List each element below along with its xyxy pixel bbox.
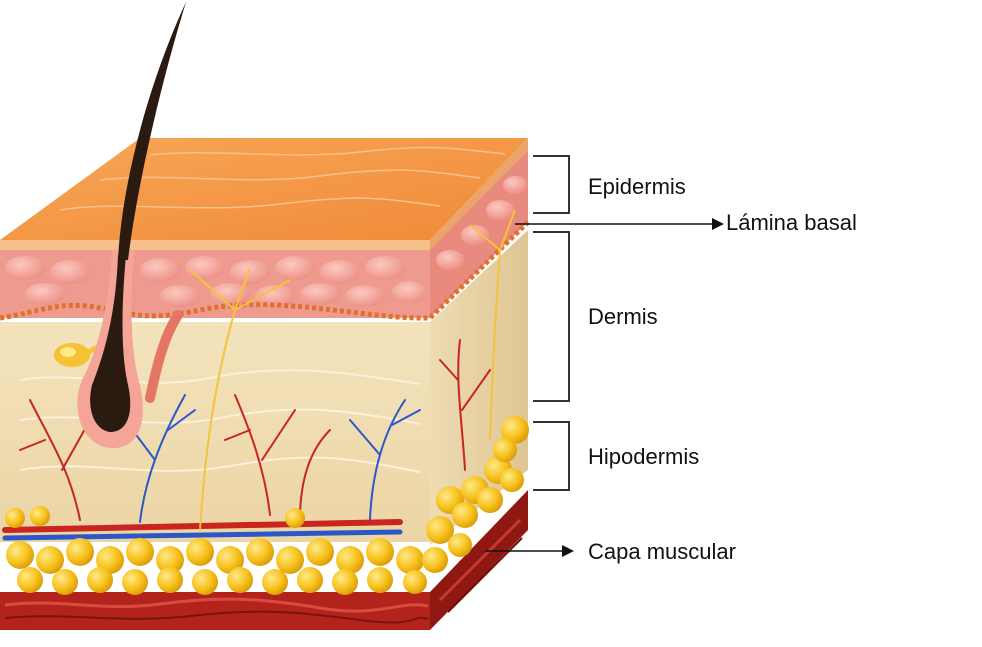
label-brackets — [533, 155, 570, 491]
capa-muscular-label: Capa muscular — [588, 539, 736, 564]
hipodermis-label: Hipodermis — [588, 444, 700, 469]
nerve-fibers — [189, 209, 516, 531]
epidermis-label: Epidermis — [588, 174, 686, 199]
arrector-pili-muscle — [145, 310, 183, 403]
hair-shaft — [118, 2, 186, 260]
muscle-layer — [0, 490, 528, 630]
label-arrows — [485, 218, 724, 557]
dermis-label: Dermis — [588, 304, 658, 329]
hair-follicle — [77, 250, 143, 449]
fat-layer — [5, 416, 529, 595]
lamina-basal-label: Lámina basal — [726, 210, 857, 235]
